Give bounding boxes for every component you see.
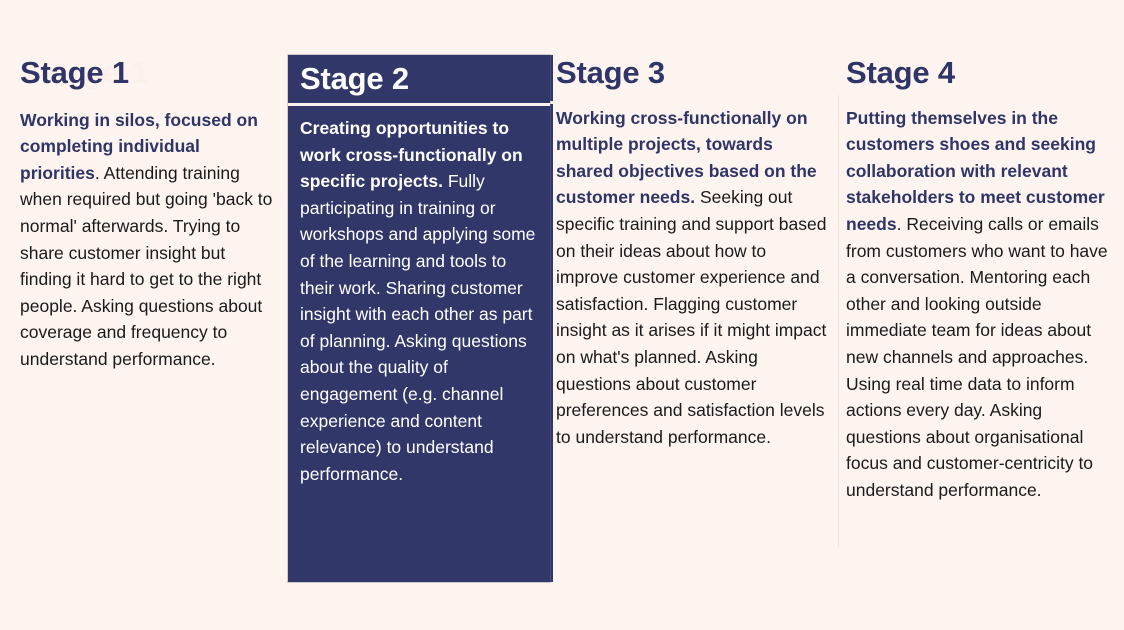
stage-3-body: Working cross-functionally on multiple p…: [556, 105, 832, 451]
stage-2-column: Stage 2 Creating opportunities to work c…: [288, 55, 550, 582]
stage-2-body: Creating opportunities to work cross-fun…: [288, 106, 550, 487]
stage-1-column: ge 1 Stage 1 Working in silos, focused o…: [20, 55, 278, 373]
stage-2-body-text: Fully participating in training or works…: [300, 171, 536, 484]
stage-3-title-text: Stage 3: [556, 55, 665, 90]
stage-1-lead: Working in silos, focused on completing …: [20, 109, 258, 183]
stage-1-body-text: Attending training when required but goi…: [20, 162, 273, 369]
stage-1-body: Working in silos, focused on completing …: [20, 107, 278, 373]
stage-3-column: Stage 3 Working cross-functionally on mu…: [556, 55, 832, 450]
stage-4-title-text: Stage 4: [846, 55, 955, 90]
column-divider: [838, 95, 839, 547]
stage-2-title-text: Stage 2: [300, 61, 409, 96]
stage-4-body: Putting themselves in the customers shoe…: [846, 105, 1112, 504]
stage-4-body-text: Receiving calls or emails from customers…: [846, 214, 1108, 500]
stage-1-lead-tail: .: [94, 162, 100, 183]
stage-2-header: Stage 2: [288, 55, 550, 106]
stage-3-lead: Working cross-functionally on multiple p…: [556, 107, 817, 208]
stage-1-title-text: Stage 1: [20, 55, 129, 90]
stage-1-ghost-title: ge 1: [82, 55, 151, 90]
stage-4-title: Stage 4: [846, 55, 1112, 91]
stage-3-accent-bar-top: [549, 55, 553, 101]
stage-4-lead-tail: .: [896, 214, 902, 235]
stage-4-column: Stage 4 Putting themselves in the custom…: [846, 55, 1112, 504]
stage-3-accent-bar-body: [549, 104, 553, 582]
stage-2-title: Stage 2: [300, 61, 550, 97]
stage-2-lead: Creating opportunities to work cross-fun…: [300, 118, 523, 192]
stage-3-title: Stage 3: [556, 55, 832, 91]
stage-1-title: ge 1 Stage 1: [20, 55, 278, 91]
stage-4-lead: Putting themselves in the customers shoe…: [846, 107, 1105, 235]
stage-3-body-text: Seeking out specific training and suppor…: [556, 187, 827, 447]
